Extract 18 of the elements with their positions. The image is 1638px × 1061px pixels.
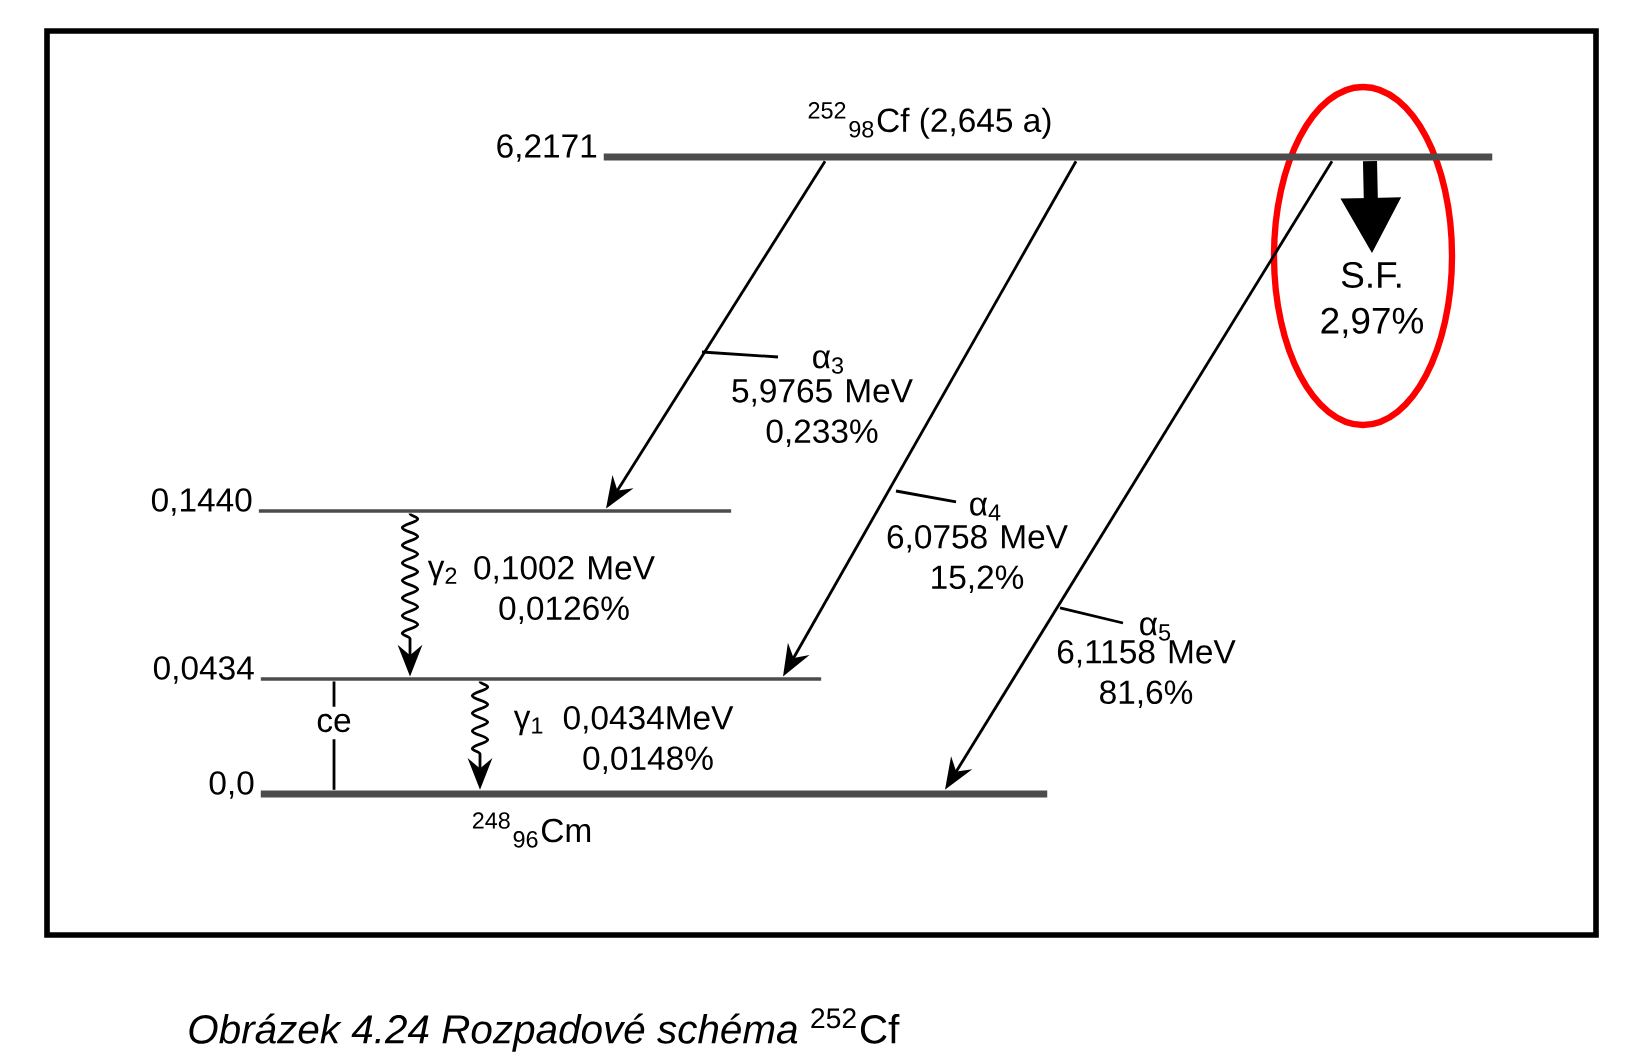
transition-energy: 6,0758 MeV 15,2% [887, 524, 1068, 594]
energy-value: 0,0434 [153, 656, 254, 684]
energy-value: 6,2171 [497, 134, 597, 162]
edge-label: γ$_{1}$ [513, 710, 543, 736]
transition-energy: 0,1002 MeV 0,0126% [474, 555, 655, 625]
edge-label: γ$_{2}$ [427, 560, 457, 586]
fission-label: S.F. 2,97% [1321, 261, 1423, 339]
edge-label: α$_{5}$ [1059, 606, 1171, 641]
edge-label: α$_{3}$ [701, 350, 843, 374]
isotope-label: 252$_{98}$Cf (2,645 a) [808, 102, 1051, 139]
energy-value: 0,1440 [151, 488, 252, 516]
edge-label: ce [309, 706, 359, 740]
energy-value: 0,0 [209, 771, 254, 799]
transition-energy: 5,9765 MeV 0,233% [732, 378, 913, 448]
isotope-label: 248$_{96}$Cm [472, 812, 591, 848]
figure-caption: Obrázek 4.24 Rozpadové schéma $^{252}$Cf [189, 1008, 900, 1052]
transition-energy: 0,0434MeV 0,0148% [563, 705, 734, 775]
edge-label: α$_{4}$ [895, 489, 1001, 521]
